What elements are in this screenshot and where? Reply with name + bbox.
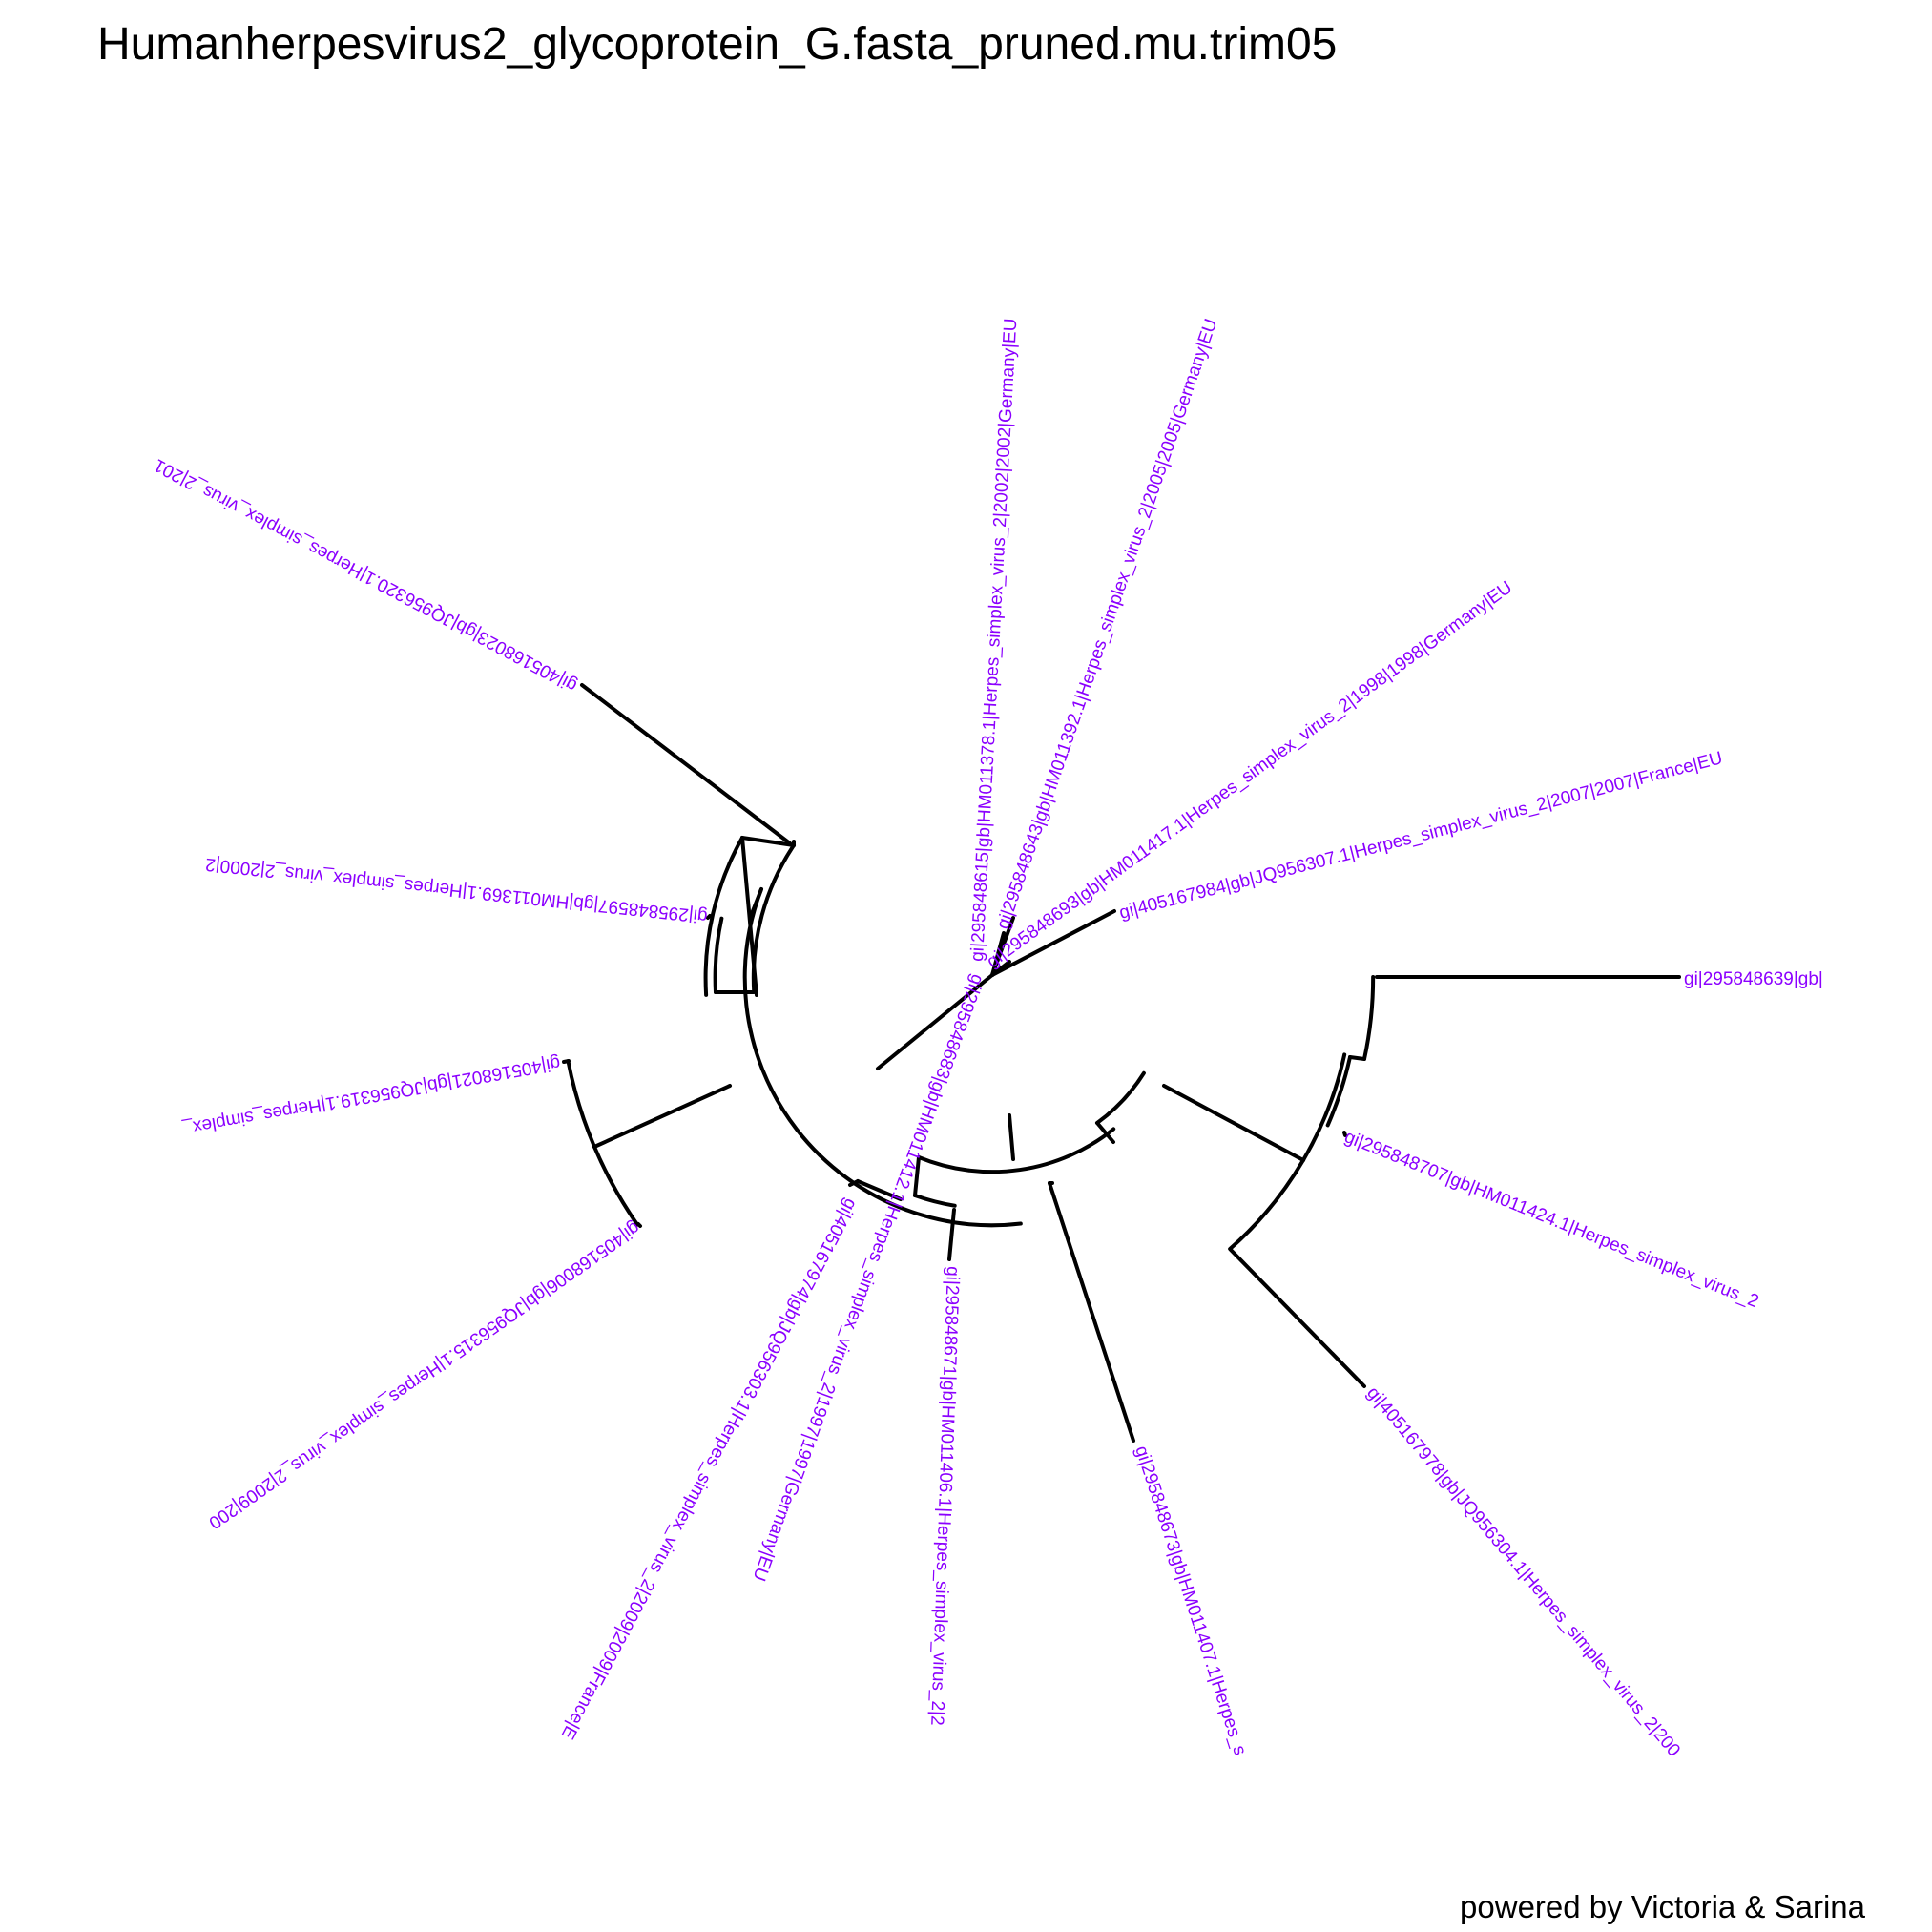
tip-label: gi|295848707|gb|HM011424.1|Herpes_simple…	[1341, 1127, 1761, 1312]
tip-label: gi|405168021|gb|JQ956319.1|Herpes_simple…	[181, 1052, 562, 1138]
arc-hm011424	[1325, 1055, 1352, 1128]
branch-jq956315	[636, 1222, 642, 1228]
branch-hm011424	[1342, 1131, 1347, 1137]
left-arc-1	[751, 843, 796, 994]
branch-root-to-hub	[876, 973, 994, 1070]
branch-jq956320	[580, 683, 792, 845]
branch-upper-left	[740, 836, 796, 847]
branch-right-upper-knee	[1348, 1055, 1366, 1061]
branch-to-jq956307	[990, 909, 1116, 977]
branch-jq956304	[1229, 1248, 1366, 1388]
bottom-right-arc	[1095, 1070, 1146, 1125]
branch-hm011406	[947, 1208, 956, 1261]
tip-label: gi|295848671|gb|HM011406.1|Herpes_simple…	[926, 1266, 963, 1726]
branch-jq956319	[562, 1059, 571, 1064]
bottom-arc	[917, 1127, 1116, 1174]
right-arc-1	[1301, 1052, 1347, 1162]
branch-to-hm011412	[990, 916, 1015, 977]
arc-jq956319	[566, 1059, 596, 1149]
branch-left-lower	[592, 1084, 732, 1149]
branch-bottom-right-knee	[1095, 1121, 1115, 1144]
right-arc-2	[1228, 1158, 1305, 1252]
branch-hm011369	[706, 914, 712, 920]
branch-bottom-stem	[1008, 1113, 1015, 1161]
root-arc	[742, 887, 1023, 1228]
left-arc-2	[703, 836, 744, 997]
branch-hm011407	[1048, 1181, 1135, 1443]
tip-label: gi|405168006|gb|JQ956315.1|Herpes_simple…	[205, 1217, 643, 1532]
arc-hm011369	[713, 916, 724, 994]
tip-label: gi|295848673|gb|HM011407.1|Herpes_s	[1131, 1444, 1250, 1757]
tip-label: gi|405167974|gb|JQ956303.1|Herpes_simple…	[557, 1195, 861, 1743]
arc-hm011406-pair	[913, 1194, 957, 1208]
branch-jq956303	[848, 1179, 860, 1187]
tip-label: gi|295848597|gb|HM011369.1|Herpes_simple…	[204, 854, 708, 926]
tip-label: gi|295848643|gb|HM011392.1|Herpes_simple…	[993, 317, 1222, 932]
branch-jq956303-node	[856, 1179, 903, 1201]
tree-branches	[562, 683, 1681, 1443]
tip-label: gi|405168023|gb|JQ956320.1|Herpes_simple…	[151, 454, 580, 696]
tip-label: gi|405167984|gb|JQ956307.1|Herpes_simple…	[1117, 748, 1725, 924]
branch-mid-left	[740, 836, 758, 997]
figure-title: Humanherpesvirus2_glycoprotein_G.fasta_p…	[97, 19, 1337, 70]
branch-right-stem	[1162, 1084, 1305, 1162]
arc-jq956315	[592, 1145, 640, 1227]
arc-hm011371	[1362, 975, 1376, 1061]
tip-label: gi|405167978|gb|JQ956304.1|Herpes_simple…	[1362, 1383, 1684, 1761]
branch-left-stem	[749, 887, 763, 918]
branch-bottom-left	[913, 1155, 921, 1197]
credit-text: powered by Victoria & Sarina	[1460, 1889, 1866, 1924]
tip-labels: gi|405167984|gb|JQ956307.1|Herpes_simple…	[151, 317, 1823, 1761]
tip-label: gi|295848639|gb|	[1684, 969, 1823, 989]
